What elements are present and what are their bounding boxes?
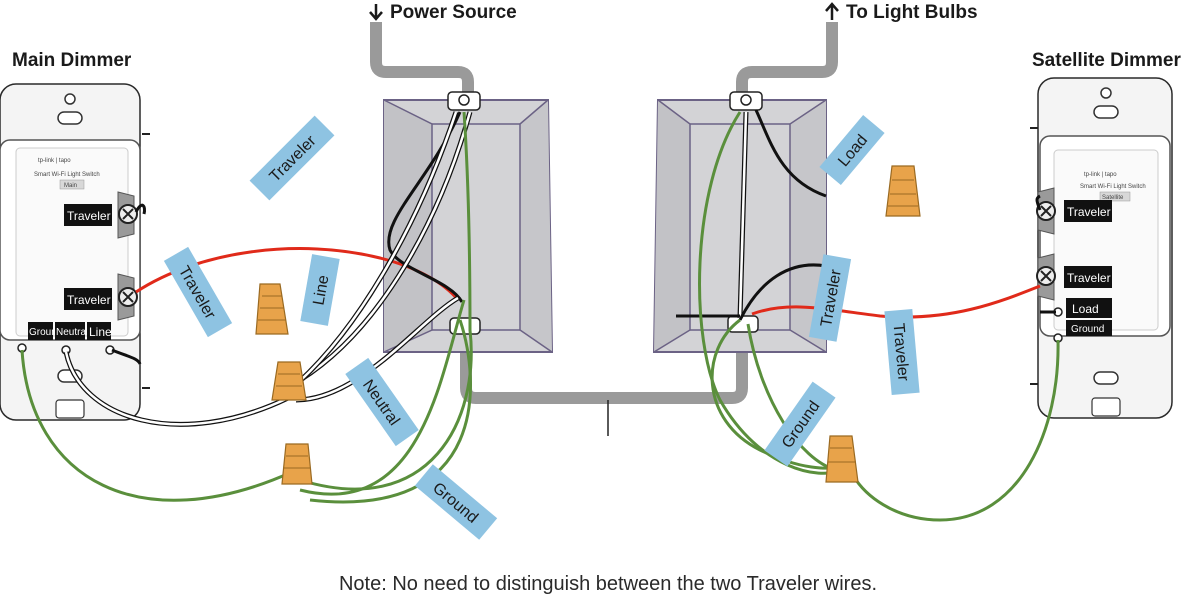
main-terminal-line: Line: [89, 325, 112, 339]
satellite-dimmer-heading: Satellite Dimmer: [1032, 50, 1181, 71]
main-terminal-traveler-top: Traveler: [67, 209, 111, 223]
main-terminal-neutral: Neutral: [56, 327, 88, 338]
tag-load: Load: [819, 114, 885, 186]
conduit-to-bulbs: [736, 22, 838, 98]
wire-nut: [281, 443, 313, 485]
footnote: Note: No need to distinguish between the…: [339, 573, 877, 595]
main-terminal-traveler-bottom: Traveler: [67, 293, 111, 307]
svg-text:Traveler: Traveler: [890, 322, 912, 382]
satellite-badge: Satellite: [1102, 195, 1124, 201]
left-wires: [20, 111, 473, 504]
wire-nut: [271, 361, 307, 401]
main-dimmer-heading: Main Dimmer: [12, 50, 132, 71]
svg-text:Power Source: Power Source: [390, 2, 517, 23]
power-source-heading: Power Source: [369, 2, 517, 23]
tag-traveler-2: Traveler: [163, 246, 233, 338]
to-light-bulbs-heading: To Light Bulbs: [825, 2, 978, 23]
svg-text:To Light Bulbs: To Light Bulbs: [846, 2, 978, 23]
tag-line: Line: [300, 254, 340, 326]
screw-icon: [1040, 205, 1052, 217]
main-model-label: Smart Wi-Fi Light Switch: [34, 172, 100, 178]
wire-nut: [255, 283, 289, 335]
main-brand-label: tp-link | tapo: [38, 158, 71, 164]
tag-traveler-4: Traveler: [884, 308, 920, 396]
conduit-power-source: [370, 22, 474, 98]
main-dimmer-device: tp-link | tapo Smart Wi-Fi Light Switch …: [0, 83, 150, 421]
tag-traveler-1: Traveler: [249, 115, 335, 201]
satellite-terminal-ground: Ground: [1071, 324, 1104, 335]
right-wires: [676, 109, 1060, 522]
screw-icon: [122, 291, 134, 303]
tag-neutral: Neutral: [345, 357, 419, 447]
tag-ground-left: Ground: [414, 464, 498, 540]
wire-nut: [825, 435, 859, 483]
svg-text:Line: Line: [310, 274, 332, 307]
main-badge: Main: [64, 183, 77, 189]
tag-traveler-3: Traveler: [808, 254, 852, 342]
conduit-between-boxes: [460, 352, 748, 404]
screw-icon: [122, 208, 134, 220]
main-terminal-ground: Ground: [29, 327, 62, 338]
satellite-terminal-traveler-top: Traveler: [1067, 205, 1111, 219]
satellite-terminal-traveler-bottom: Traveler: [1067, 271, 1111, 285]
arrow-up-icon: [825, 2, 839, 20]
satellite-model-label: Smart Wi-Fi Light Switch: [1080, 184, 1146, 190]
satellite-terminal-load: Load: [1072, 302, 1099, 316]
wire-nut: [885, 165, 921, 217]
tag-ground-right: Ground: [764, 381, 836, 467]
screw-icon: [1040, 270, 1052, 282]
satellite-dimmer-device: tp-link | tapo Smart Wi-Fi Light Switch …: [1030, 77, 1173, 419]
arrow-down-icon: [369, 4, 383, 21]
satellite-brand-label: tp-link | tapo: [1084, 172, 1117, 178]
